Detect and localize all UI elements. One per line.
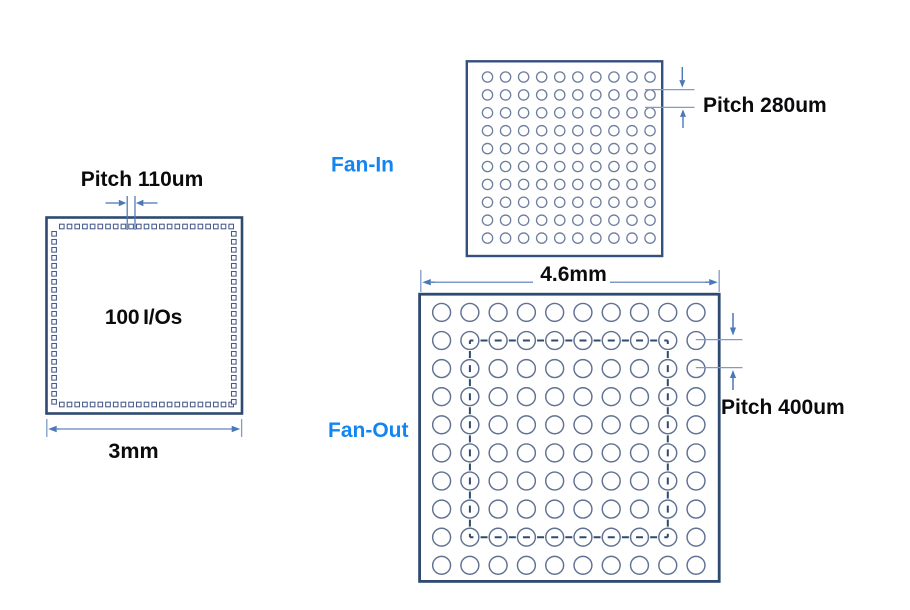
svg-text:Fan-In: Fan-In [331, 154, 394, 177]
svg-text:Fan-Out: Fan-Out [328, 419, 408, 442]
svg-text:3mm: 3mm [108, 439, 158, 463]
svg-text:100 I/Os: 100 I/Os [105, 306, 182, 329]
svg-text:4.6mm: 4.6mm [540, 263, 607, 286]
svg-text:Pitch 110um: Pitch 110um [81, 168, 204, 191]
svg-text:Pitch 280um: Pitch 280um [703, 94, 827, 117]
svg-text:Pitch 400um: Pitch 400um [721, 396, 845, 419]
